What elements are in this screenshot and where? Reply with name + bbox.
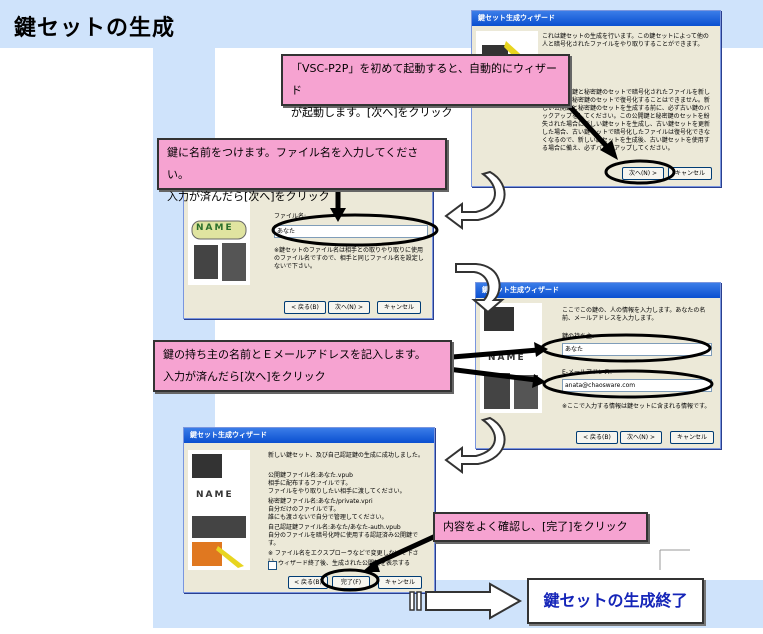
callout-step3: 鍵の持ち主の名前とＥメールアドレスを記入します。 入力が済んだら[次へ]をクリッ… (153, 340, 452, 392)
flow-arrow-curved (455, 263, 505, 314)
auth-key-text: 自己認証鍵ファイル名:あなた/あなた-auth.vpub 自分のファイルを暗号化… (268, 524, 419, 547)
pointer-arrow-head (362, 560, 380, 572)
callout-step1: 「VSC-P2P」を初めて起動すると、自動的にウィザード が起動します。[次へ]… (281, 54, 570, 119)
key-illustration: NAME (480, 303, 542, 413)
callout-step3-line1: 鍵の持ち主の名前とＥメールアドレスを記入します。 (163, 348, 426, 361)
next-button[interactable]: 次へ(N) > (622, 167, 664, 180)
final-box: 鍵セットの生成終了 (527, 578, 704, 624)
file-name-input[interactable]: あなた (274, 225, 428, 238)
page-title: 鍵セットの生成 (14, 16, 176, 41)
file-label: ファイル名: (274, 213, 307, 220)
window-title: 鍵セット生成ウィザード (184, 428, 434, 443)
email-input[interactable]: anata@chaosware.com (562, 379, 712, 392)
back-button[interactable]: < 戻る(B) (576, 431, 618, 444)
pointer-arrow-head (600, 140, 618, 160)
intro-text: これは鍵セットの生成を行います。この鍵セットによって他の人と暗号化されたファイル… (542, 33, 709, 48)
callout-step2-line1: 鍵に名前をつけます。ファイル名を入力してください。 (167, 146, 419, 181)
checkbox-label: ウィザード終了後、生成された公開鍵を表示する (278, 560, 411, 567)
key-art-icon (480, 303, 542, 413)
name-tag: NAME (488, 353, 526, 363)
final-arrow-bar (416, 591, 422, 611)
owner-input[interactable]: あなた (562, 343, 712, 356)
note-text: ※鍵セットのファイル名は相手との取りやり取りに使用のファイル名ですので、相手と同… (274, 247, 424, 270)
intro-text: 新しい鍵セット、及び自己認証鍵の生成に成功しました。 (268, 452, 424, 459)
name-tag: NAME (196, 490, 234, 500)
window-title: 鍵セット生成ウィザード (476, 283, 720, 298)
final-arrow (425, 582, 523, 620)
callout-step1-line1: 「VSC-P2P」を初めて起動すると、自動的にウィザード (291, 62, 557, 97)
pointer-arrow (439, 365, 537, 383)
highlight-ellipse (540, 333, 712, 363)
highlight-ellipse (271, 213, 439, 247)
public-key-text: 公開鍵ファイル名:あなた.vpub 相手に配布するファイルです。 ファイルをやり… (268, 472, 406, 495)
callout-step4: 内容をよく確認し、[完了]をクリック (433, 512, 648, 542)
wizard-window-4: 鍵セット生成ウィザード NAME 新しい鍵セット、及び自己認証鍵の生成に成功しま… (183, 427, 435, 593)
highlight-ellipse (320, 568, 380, 592)
key-art-icon (188, 185, 250, 285)
window-title: 鍵セット生成ウィザード (472, 11, 720, 26)
highlight-ellipse (604, 159, 676, 185)
pointer-arrow-head (532, 374, 546, 388)
pointer-arrow (439, 347, 539, 361)
pointer-arrow (368, 531, 442, 569)
key-illustration: NAME (188, 185, 250, 285)
next-button[interactable]: 次へ(N) > (620, 431, 662, 444)
highlight-ellipse (542, 369, 714, 399)
back-button[interactable]: < 戻る(B) (288, 576, 328, 589)
wizard-window-3: 鍵セット生成ウィザード NAME ここでこの鍵の、人の情報を入力します。あなたの… (475, 282, 721, 449)
flow-arrow-curved (444, 170, 506, 230)
pointer-arrow-head (534, 342, 548, 357)
private-key-text: 秘密鍵ファイル名:あなた/private.vpri 自分だけのファイルです。 誰… (268, 498, 388, 521)
callout-step2-line2: 入力が済んだら[次へ]をクリック (167, 190, 330, 203)
callout-step3-line2: 入力が済んだら[次へ]をクリック (163, 370, 326, 383)
callout-step1-line2: が起動します。[次へ]をクリック (291, 106, 453, 119)
final-arrow-bar (409, 591, 415, 611)
show-key-checkbox[interactable] (268, 561, 277, 570)
key-illustration: NAME (188, 450, 250, 570)
intro-text: ここでこの鍵の、人の情報を入力します。あなたの名前、メールアドレスを入力します。 (562, 307, 706, 322)
key-art-icon (188, 450, 250, 570)
callout-step4-line1: 内容をよく確認し、[完了]をクリック (443, 520, 628, 533)
pointer-arrow-head (330, 208, 346, 222)
cancel-button[interactable]: キャンセル (377, 301, 421, 314)
next-button[interactable]: 次へ(N) > (328, 301, 370, 314)
cancel-button[interactable]: キャンセル (668, 167, 712, 180)
back-button[interactable]: < 戻る(B) (284, 301, 326, 314)
callout-step2: 鍵に名前をつけます。ファイル名を入力してください。 入力が済んだら[次へ]をクリ… (157, 138, 447, 203)
note-text: ※ここで入力する情報は鍵セットに含まれる情報です。 (562, 403, 711, 410)
cancel-button[interactable]: キャンセル (670, 431, 714, 444)
name-tag: NAME (196, 223, 234, 233)
flow-arrow-curved (444, 416, 506, 474)
